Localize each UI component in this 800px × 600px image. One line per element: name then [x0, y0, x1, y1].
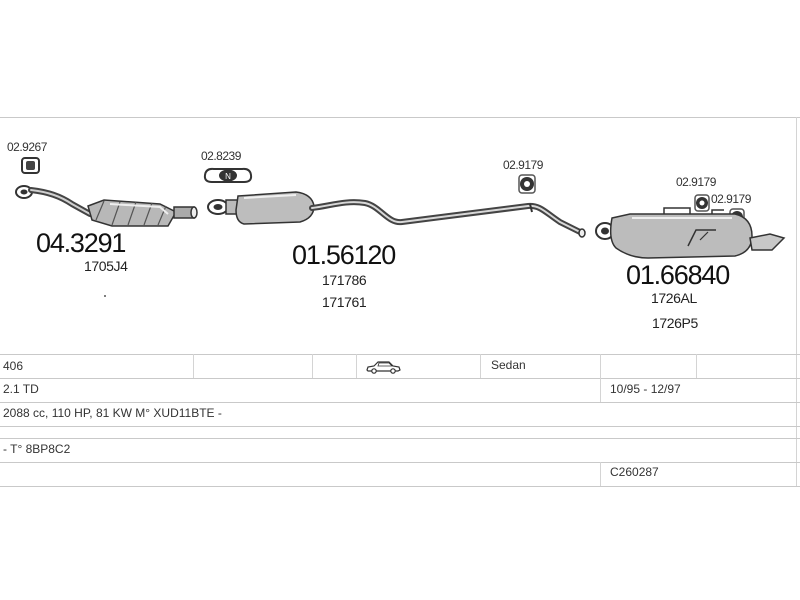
table-cell-engine: 2.1 TD	[3, 382, 39, 396]
middle-silencer-ref: 171761	[322, 294, 367, 310]
rear-silencer-ref: 1726AL	[651, 290, 697, 306]
hanger-part-number: 02.9179	[503, 158, 543, 172]
hanger-part-number: 02.9179	[676, 175, 716, 189]
clamp-icon[interactable]	[21, 157, 40, 174]
table-rule	[0, 378, 800, 379]
middle-silencer-ref: 171786	[322, 272, 367, 288]
table-col-divider	[600, 354, 601, 378]
table-cell-code: C260287	[610, 465, 659, 479]
table-col-divider	[696, 354, 697, 378]
table-rule	[0, 462, 800, 463]
sedan-car-icon	[366, 361, 401, 374]
middle-silencer-part[interactable]	[207, 191, 586, 238]
top-border	[0, 117, 800, 118]
table-cell-body: Sedan	[491, 358, 526, 372]
middle-silencer-number[interactable]: 01.56120	[292, 240, 396, 270]
rear-silencer-ref: 1726P5	[652, 315, 698, 331]
rubber-hanger-icon[interactable]	[518, 174, 536, 194]
table-cell-years: 10/95 - 12/97	[610, 382, 681, 396]
clamp-part-number: 02.8239	[201, 149, 241, 163]
table-col-divider	[600, 462, 601, 486]
table-rule	[0, 354, 800, 355]
table-rule	[0, 402, 800, 403]
catalytic-converter-number[interactable]: 04.3291	[36, 228, 126, 258]
table-col-divider	[480, 354, 481, 378]
table-col-divider	[600, 378, 601, 402]
clamp-icon[interactable]: N	[203, 167, 253, 183]
table-col-divider	[356, 354, 357, 378]
table-col-divider	[312, 354, 313, 378]
table-rule	[0, 426, 800, 427]
table-cell-type-code: - T° 8BP8C2	[3, 442, 71, 456]
table-cell-model: 406	[3, 359, 24, 373]
rubber-hanger-icon[interactable]	[694, 194, 710, 212]
rear-silencer-part[interactable]	[595, 207, 786, 259]
hanger-part-number: 02.9179	[711, 192, 751, 206]
rear-silencer-number[interactable]: 01.66840	[626, 260, 730, 290]
svg-text:N: N	[225, 172, 231, 181]
table-rule	[0, 438, 800, 439]
table-rule	[0, 486, 800, 487]
clamp-part-number: 02.9267	[7, 140, 47, 154]
catalytic-converter-ref: 1705J4	[84, 258, 128, 274]
right-border	[796, 117, 797, 487]
catalytic-converter-part[interactable]	[15, 185, 198, 227]
table-cell-engine-spec: 2088 cc, 110 HP, 81 KW M° XUD11BTE -	[3, 406, 222, 420]
table-col-divider	[193, 354, 194, 378]
